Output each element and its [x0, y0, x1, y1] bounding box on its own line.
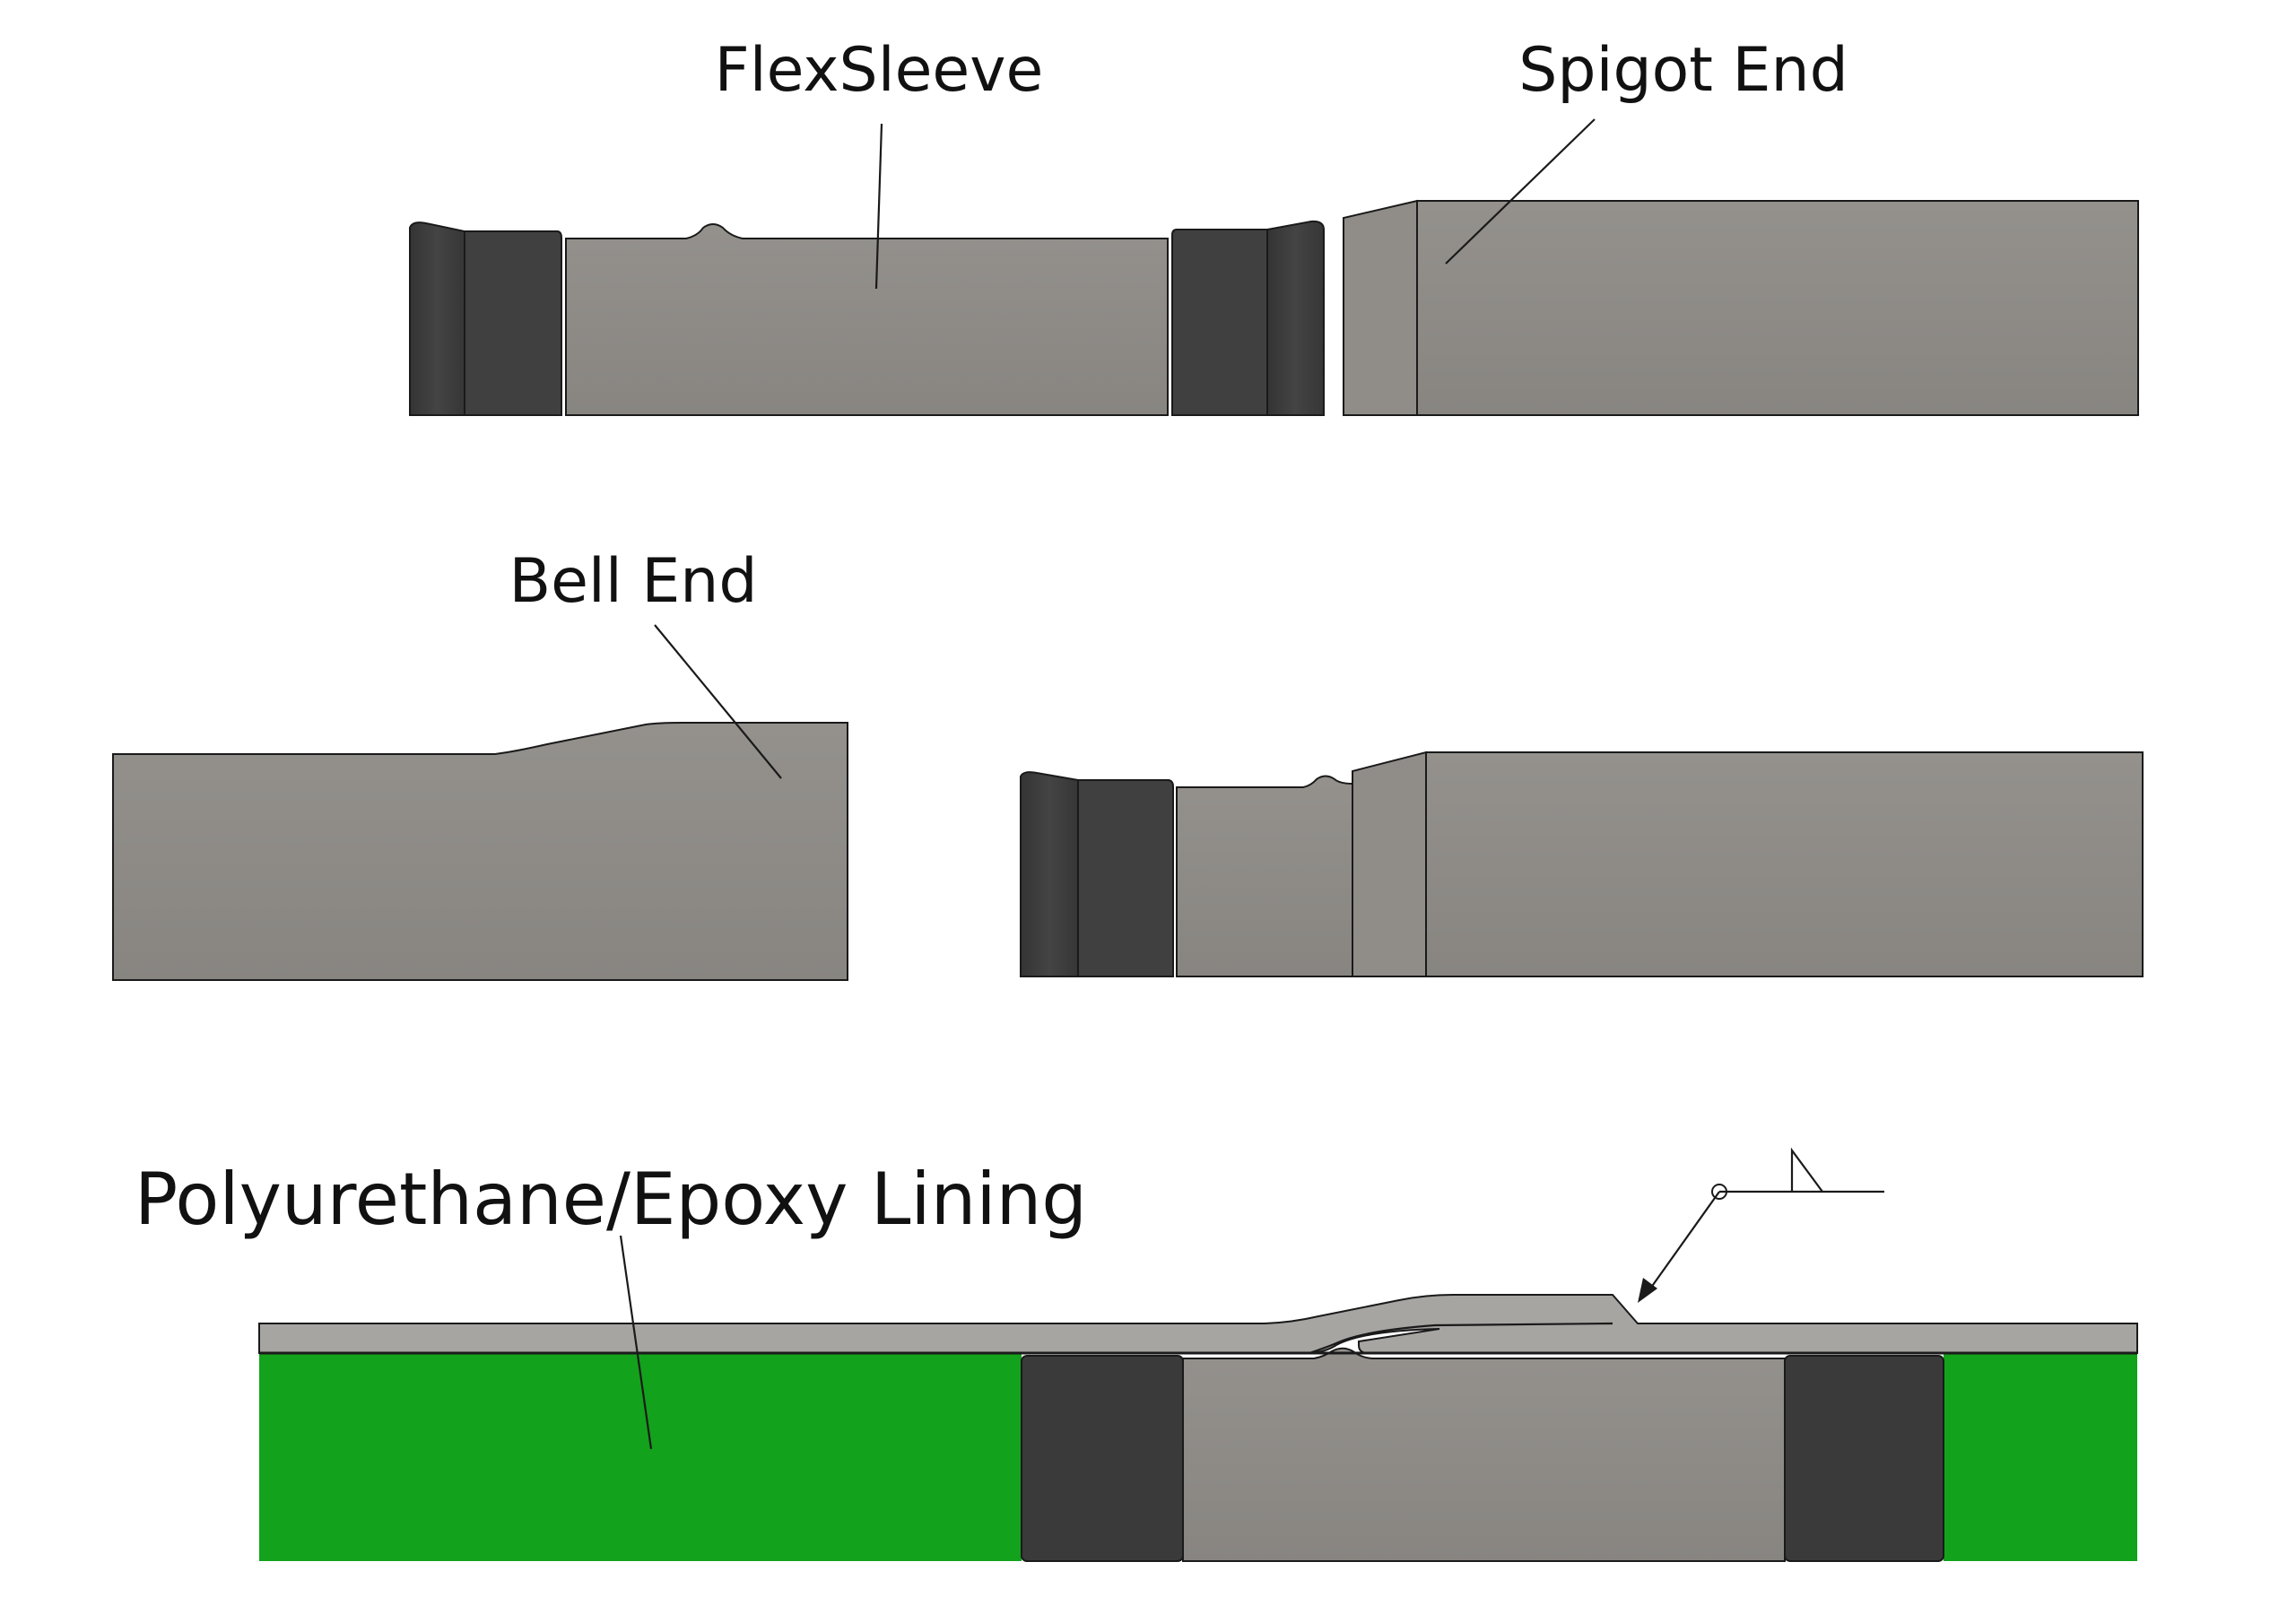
bell-end-label: Bell End — [509, 546, 757, 617]
bell-end-body — [112, 722, 848, 981]
flexsleeve-label: FlexSleeve — [715, 35, 1044, 106]
spigot-end-chamfer — [1343, 199, 1418, 416]
sleeve-on-spigot-assembly — [1020, 751, 2144, 977]
section-sleeve — [1182, 1347, 1786, 1562]
spigot-end-leader — [1445, 118, 1596, 265]
flexsleeve-body — [565, 223, 1169, 416]
weld-arrowhead-icon — [1638, 1278, 1657, 1303]
section-pipe-wall — [258, 1294, 2138, 1354]
flexsleeve-right-gasket-lip — [1266, 220, 1325, 416]
flexsleeve-assembly — [409, 220, 1325, 416]
section-gasket-right — [1784, 1355, 1944, 1562]
bell-end-leader — [654, 624, 782, 779]
spigot-end-pipe — [1343, 199, 2139, 416]
bell-end-pipe — [112, 722, 848, 981]
fillet-weld-icon — [1790, 1147, 1823, 1193]
assembled-spigot-barrel — [1425, 751, 2144, 977]
spigot-end-label: Spigot End — [1518, 35, 1848, 106]
lining-leader — [619, 1235, 653, 1450]
assembled-gasket-lip — [1020, 771, 1079, 977]
flexsleeve-left-gasket — [464, 230, 562, 416]
weld-arrow-line — [1648, 1191, 1720, 1292]
joint-cross-section — [258, 1147, 2138, 1562]
assembled-gasket — [1077, 779, 1174, 977]
assembled-spigot-chamfer — [1352, 751, 1427, 977]
section-spigot-step — [1309, 1322, 1613, 1355]
flexsleeve-left-gasket-lip — [409, 221, 465, 416]
spigot-end-barrel — [1416, 200, 2139, 416]
lining-left — [259, 1353, 1022, 1561]
lining-right — [1944, 1353, 2137, 1561]
weld-symbol — [1638, 1147, 1884, 1303]
section-gasket-left — [1021, 1355, 1184, 1562]
assembled-sleeve-body — [1176, 775, 1353, 977]
flexsleeve-right-gasket — [1171, 229, 1268, 416]
flexsleeve-leader — [874, 123, 883, 290]
lining-label: Polyurethane/Epoxy Lining — [135, 1158, 1087, 1241]
